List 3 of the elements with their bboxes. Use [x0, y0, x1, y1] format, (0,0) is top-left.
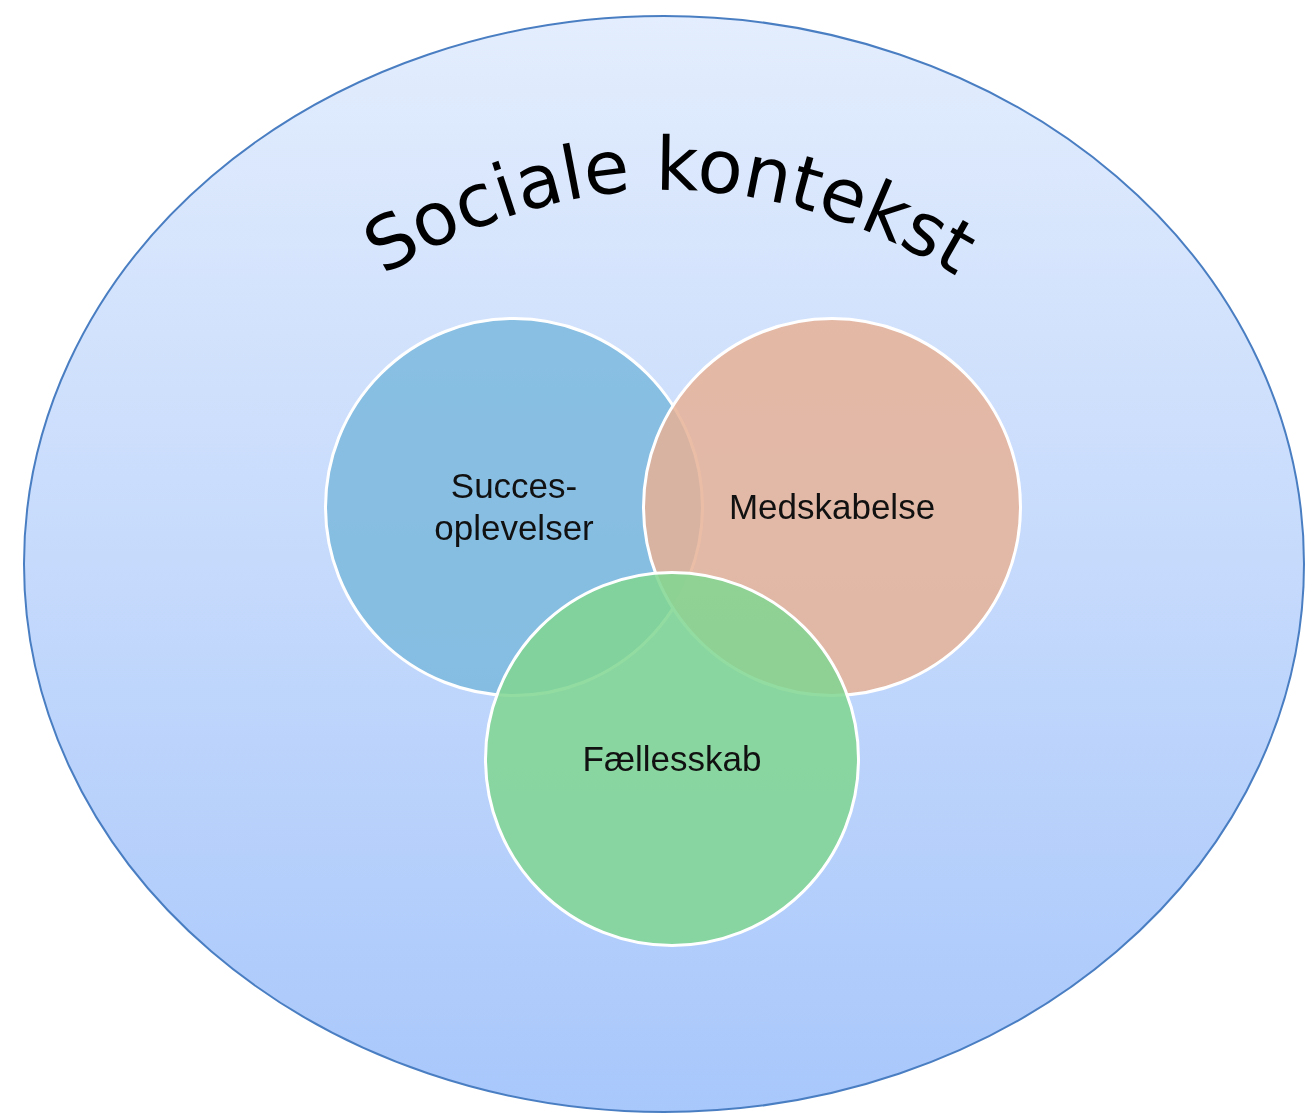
circle-label: Medskabelse	[727, 486, 937, 528]
circle-label: Succes- oplevelser	[433, 465, 595, 549]
circle-label: Fællesskab	[581, 738, 763, 780]
